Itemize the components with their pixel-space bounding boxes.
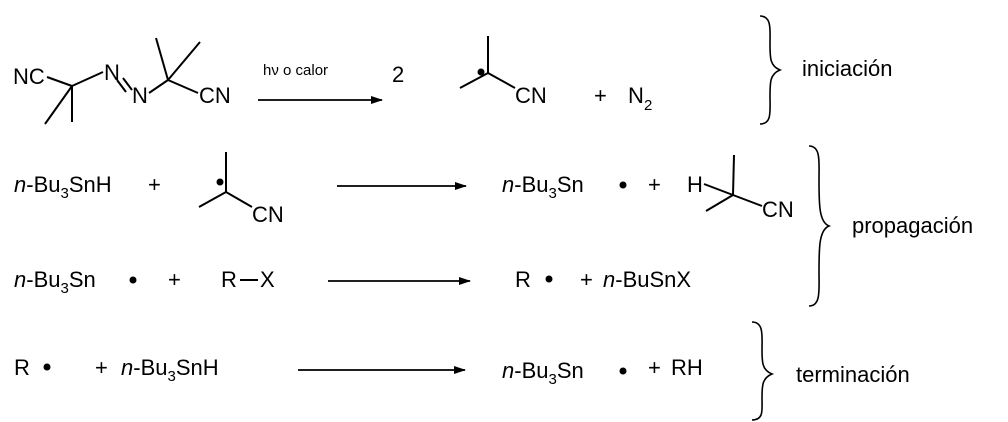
radical-dot <box>216 178 224 186</box>
aibn-bond <box>167 79 199 94</box>
isobutyronitrile-radical: CN <box>198 152 284 227</box>
aibn-bond <box>155 37 169 81</box>
product-bond <box>732 154 735 196</box>
radical-bond <box>225 191 253 208</box>
product-cn-label: CN <box>762 197 794 222</box>
aibn-nc-label: NC <box>13 64 45 89</box>
radical-bond <box>459 72 489 89</box>
aibn-bond <box>167 41 201 81</box>
plus-sign: + <box>580 267 593 292</box>
initiation-row: NC N N CN hν o calor 2 CN + <box>13 15 893 125</box>
termination-label: terminación <box>796 362 910 387</box>
radical-dot <box>477 68 485 76</box>
propagation-label: propagación <box>852 213 973 238</box>
alkyl-halide-x: X <box>260 267 275 292</box>
stoich-coefficient: 2 <box>392 62 404 87</box>
aibn-double-bond <box>116 79 127 93</box>
radical-dot <box>129 276 137 284</box>
propagation-step2-row: n-Bu3Sn + R X R + n-BuSnX <box>14 267 691 297</box>
propagation-brace <box>808 145 832 307</box>
alkyl-radical-label: R <box>14 355 30 380</box>
tributyltin-hydride-label: n-Bu3SnH <box>121 355 219 385</box>
radical-cn-label: CN <box>252 202 284 227</box>
hydrogen-label: H <box>687 172 703 197</box>
aibn-structure: NC N N CN <box>13 37 231 125</box>
isobutyronitrile-radical: CN <box>459 36 547 108</box>
radical-dot <box>619 181 627 189</box>
plus-sign: + <box>648 172 661 197</box>
tin-halide-label: n-BuSnX <box>603 267 691 292</box>
n2-symbol: N <box>628 83 644 108</box>
tributyltin-radical-label: n-Bu3Sn <box>14 267 96 297</box>
aibn-double-bond <box>122 77 133 91</box>
alkane-product-label: RH <box>671 355 703 380</box>
plus-sign: + <box>594 83 607 108</box>
plus-sign: + <box>148 172 161 197</box>
tributyltin-radical-label: n-Bu3Sn <box>502 358 584 388</box>
initiation-label: iniciación <box>802 56 893 81</box>
isobutyronitrile-product: H CN <box>687 154 794 222</box>
radical-dot <box>619 367 627 375</box>
radical-bond <box>198 191 227 208</box>
alkyl-radical-label: R <box>515 267 531 292</box>
tributyltin-radical-label: n-Bu3Sn <box>502 172 584 202</box>
product-bond <box>703 183 734 196</box>
radical-dot <box>545 275 553 283</box>
n2-subscript: 2 <box>644 97 652 114</box>
aibn-n2-label: N <box>132 83 148 108</box>
alkyl-halide-r: R <box>221 267 237 292</box>
product-bond <box>732 194 763 207</box>
termination-row: R + n-Bu3SnH n-Bu3Sn + RH terminación <box>14 321 910 421</box>
aibn-cn-label: CN <box>199 83 231 108</box>
plus-sign: + <box>168 267 181 292</box>
aibn-n1-label: N <box>104 60 120 85</box>
aibn-bond <box>46 76 73 87</box>
plus-sign: + <box>648 355 661 380</box>
initiation-brace <box>759 15 783 125</box>
tributyltin-hydride-label: n-Bu3SnH <box>14 172 112 202</box>
radical-dot <box>43 363 51 371</box>
product-bond <box>705 194 734 212</box>
aibn-bond <box>148 79 169 94</box>
termination-brace <box>751 321 775 421</box>
aibn-bond <box>71 71 104 87</box>
radical-bond <box>487 72 516 89</box>
plus-sign: + <box>95 355 108 380</box>
condition-label: hν o calor <box>263 62 328 79</box>
propagation-step1-row: n-Bu3SnH + CN n-Bu3Sn + H CN <box>14 152 794 227</box>
aibn-bond <box>44 85 73 125</box>
radical-cn-label: CN <box>515 83 547 108</box>
